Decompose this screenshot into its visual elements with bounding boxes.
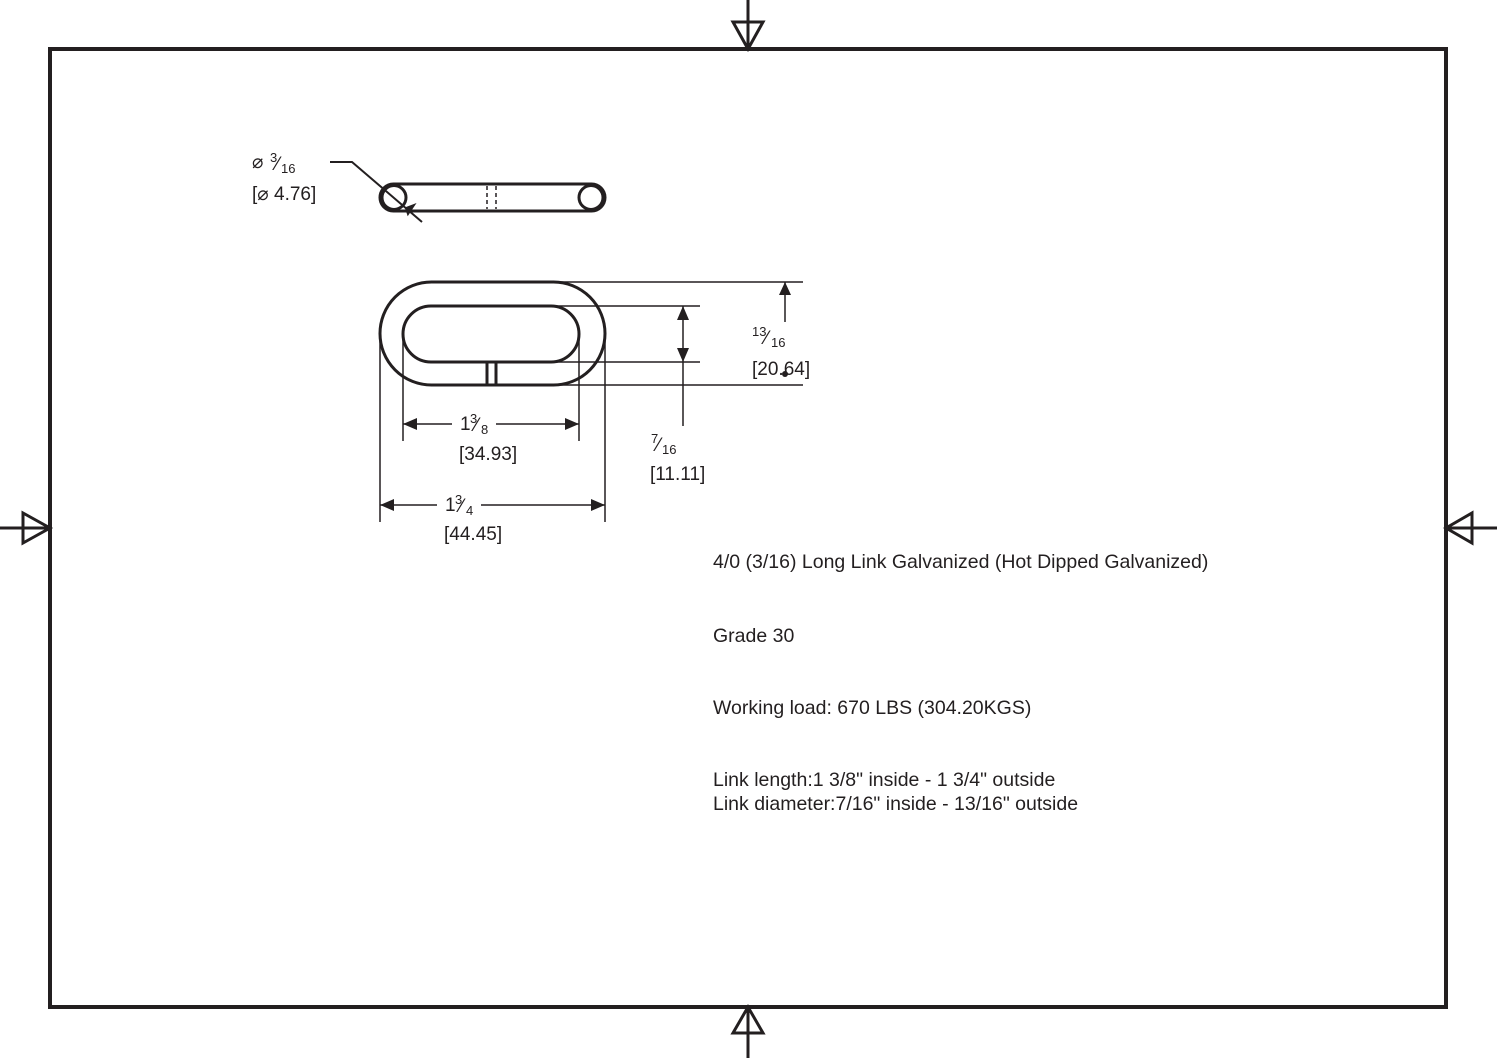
- center-mark-right: [1442, 510, 1497, 546]
- working-load-text: Working load: 670 LBS (304.20KGS): [713, 697, 1032, 719]
- grade-text: Grade 30: [713, 625, 795, 647]
- wire-diameter-numerator: 3: [270, 150, 277, 165]
- outside-length-whole: 1: [445, 495, 456, 516]
- fraction-slash: ⁄: [272, 154, 282, 175]
- inside-length-denominator: 8: [481, 422, 488, 437]
- outside-length-label: 1 3 ⁄ 4 [44.45]: [444, 492, 502, 545]
- fraction-slash: ⁄: [471, 415, 481, 436]
- product-title: 4/0 (3/16) Long Link Galvanized (Hot Dip…: [713, 551, 1209, 573]
- inside-length-numerator: 3: [470, 411, 477, 426]
- outside-width-denominator: 16: [771, 335, 785, 350]
- fraction-slash: ⁄: [456, 496, 466, 517]
- outside-width-label: 13 ⁄ 16 [20.64]: [752, 324, 810, 380]
- fraction-slash: ⁄: [761, 328, 771, 349]
- outside-width-metric: [20.64]: [752, 359, 810, 380]
- inside-length-label: 1 3 ⁄ 8 [34.93]: [459, 411, 517, 465]
- link-diameter-text: Link diameter:7/16" inside - 13/16" outs…: [713, 793, 1079, 815]
- inside-width-numerator: 7: [651, 431, 658, 446]
- center-mark-top: [730, 0, 766, 53]
- outside-length-numerator: 3: [455, 492, 462, 507]
- inside-length-whole: 1: [460, 414, 471, 435]
- inside-width-metric: [11.11]: [650, 464, 705, 485]
- wire-diameter-metric: [⌀ 4.76]: [252, 184, 316, 205]
- outside-width-dimension: [556, 281, 803, 386]
- link-side-view: [378, 182, 607, 213]
- fraction-slash: ⁄: [653, 435, 663, 456]
- outside-width-numerator: 13: [752, 324, 766, 339]
- wire-diameter-denominator: 16: [281, 161, 295, 176]
- link-top-view: [378, 280, 607, 387]
- wire-diameter-symbol: ⌀: [252, 152, 263, 173]
- inside-length-dimension: [402, 334, 580, 441]
- outside-length-denominator: 4: [466, 503, 473, 518]
- outside-length-dimension: [379, 334, 606, 522]
- link-length-text: Link length:1 3/8" inside - 1 3/4" outsi…: [713, 769, 1056, 791]
- wire-diameter-leader: [330, 161, 423, 223]
- wire-diameter-label: ⌀ 3 ⁄ 16 [⌀ 4.76]: [252, 150, 316, 205]
- inside-width-dimension: [556, 305, 700, 426]
- specification-notes: 4/0 (3/16) Long Link Galvanized (Hot Dip…: [713, 550, 1433, 816]
- center-mark-left: [0, 510, 54, 546]
- inside-width-label: 7 ⁄ 16 [11.11]: [650, 431, 705, 485]
- outside-length-metric: [44.45]: [444, 524, 502, 545]
- inside-length-metric: [34.93]: [459, 444, 517, 465]
- inside-width-denominator: 16: [662, 442, 676, 457]
- center-mark-bottom: [730, 1003, 766, 1058]
